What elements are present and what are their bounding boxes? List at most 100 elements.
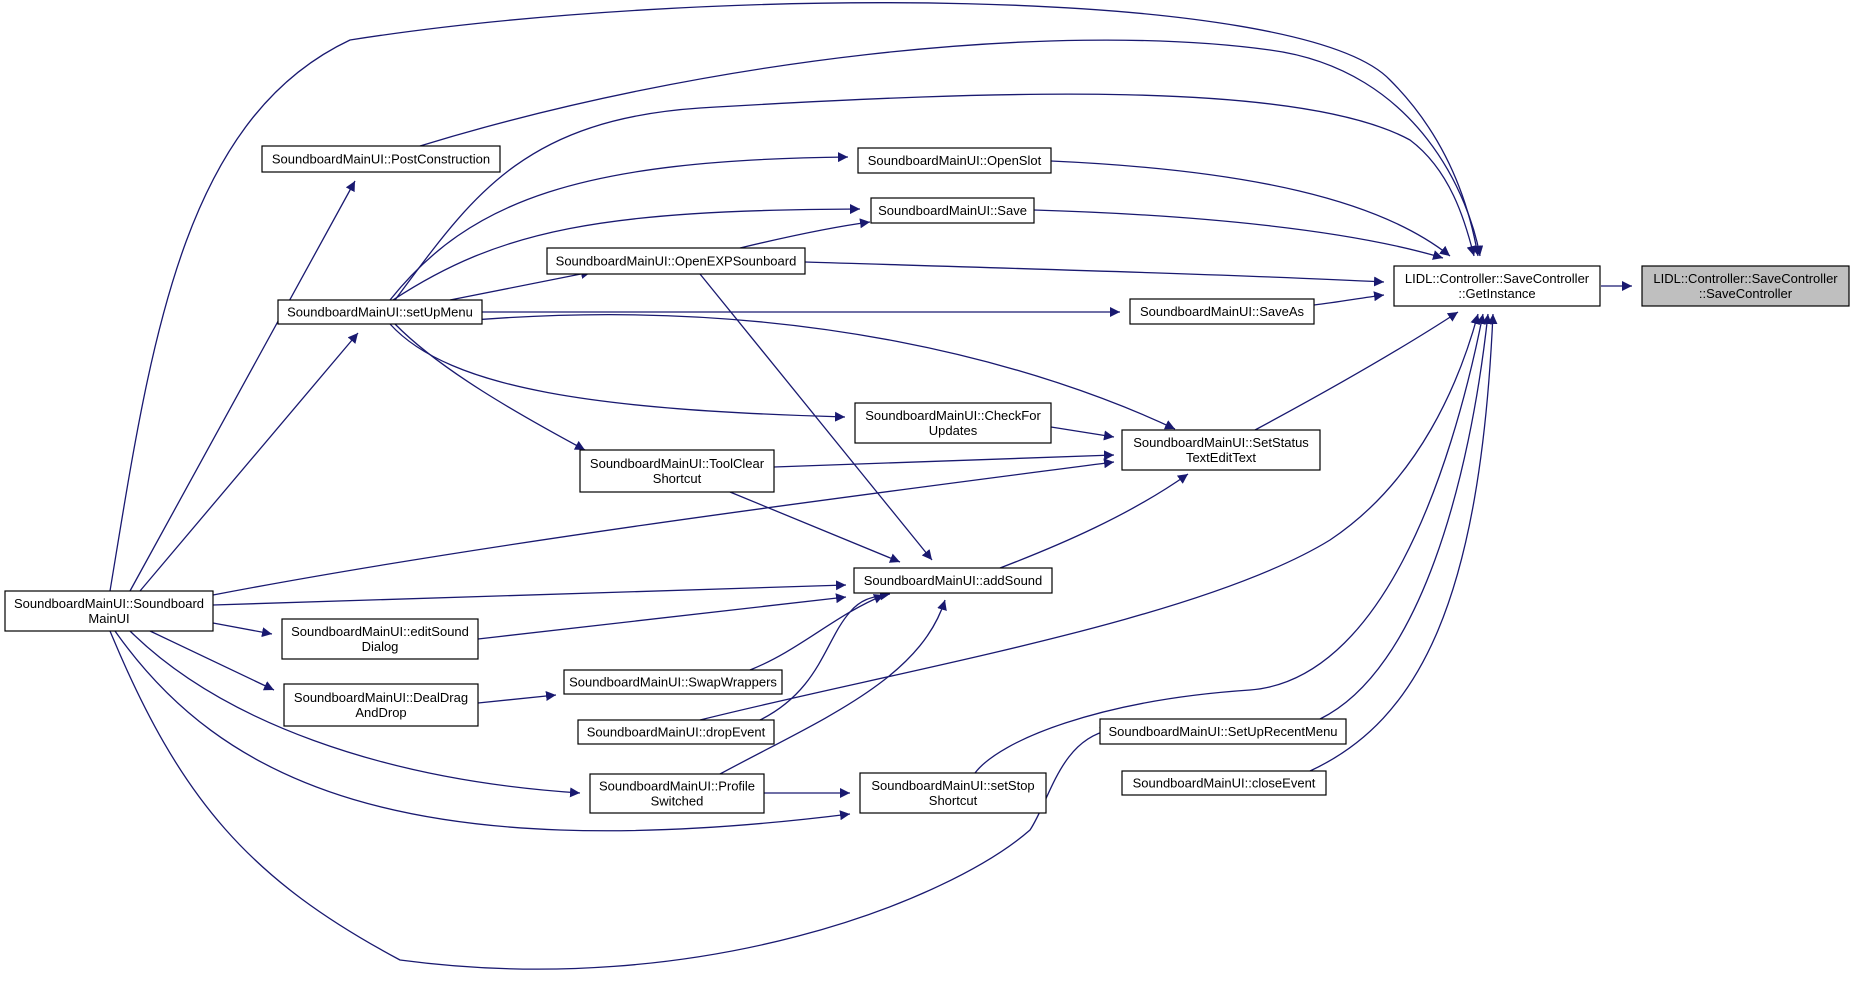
node-box (589, 773, 765, 814)
edge-soundboard-main-ui-to-deal-drag-and-drop (149, 630, 275, 691)
node-box (579, 449, 775, 493)
edge-line (114, 630, 851, 832)
edge-add-sound-to-set-status-text (999, 473, 1189, 569)
node-label-line: SoundboardMainUI::DealDrag (294, 690, 468, 705)
node-box (563, 669, 783, 695)
node-label-line: SoundboardMainUI::PostConstruction (272, 152, 490, 167)
edge-post-construction-to-get-instance (419, 39, 1484, 257)
edge-set-up-menu-to-save (392, 204, 861, 301)
node-label-line: SoundboardMainUI::setStop (871, 778, 1034, 793)
node-label-line: SoundboardMainUI::OpenSlot (868, 153, 1042, 168)
node-box (870, 197, 1035, 224)
node-box (853, 567, 1053, 594)
edge-line (449, 269, 592, 301)
edge-line (394, 93, 1477, 301)
node-soundboard-main-ui[interactable]: SoundboardMainUI::SoundboardMainUI (4, 590, 214, 632)
node-label-line: Switched (651, 794, 704, 809)
edge-line (719, 599, 947, 775)
edge-line (129, 630, 581, 798)
node-box (261, 145, 501, 173)
edge-open-slot-to-get-instance (1050, 160, 1451, 257)
edge-set-up-menu-to-tool-clear-shortcut (394, 323, 586, 451)
node-label-line: SoundboardMainUI::closeEvent (1133, 776, 1316, 791)
edge-line (699, 313, 1481, 721)
edge-soundboard-main-ui-to-add-sound (212, 580, 847, 606)
node-save-as[interactable]: SoundboardMainUI::SaveAs (1129, 298, 1315, 325)
node-swap-wrappers[interactable]: SoundboardMainUI::SwapWrappers (563, 669, 783, 695)
edge-open-exp-sounboard-to-add-sound (699, 273, 933, 561)
edge-edit-sound-dialog-to-add-sound (477, 593, 847, 640)
node-box (4, 590, 214, 632)
edge-line (149, 630, 275, 691)
node-box (1129, 298, 1315, 325)
edge-line (699, 273, 933, 561)
edge-line (773, 450, 1115, 468)
edge-soundboard-main-ui-to-profile-switched (129, 630, 581, 798)
node-save-controller-ctor: LIDL::Controller::SaveController::SaveCo… (1641, 265, 1850, 307)
node-post-construction[interactable]: SoundboardMainUI::PostConstruction (261, 145, 501, 173)
node-label-line: SoundboardMainUI::SaveAs (1140, 304, 1305, 319)
edge-line (477, 691, 557, 704)
edge-line (212, 622, 273, 638)
edge-line (999, 473, 1189, 569)
edge-line (109, 2, 1482, 592)
nodes-layer: LIDL::Controller::SaveController::SaveCo… (4, 145, 1850, 814)
node-set-up-menu[interactable]: SoundboardMainUI::setUpMenu (277, 299, 483, 325)
edge-line (389, 323, 846, 422)
edge-set-up-menu-to-open-slot (389, 152, 849, 301)
node-box (1099, 718, 1347, 745)
node-save[interactable]: SoundboardMainUI::Save (870, 197, 1035, 224)
edge-line (389, 152, 849, 301)
node-label-line: ::GetInstance (1458, 286, 1535, 301)
node-label-line: SoundboardMainUI::Soundboard (14, 596, 204, 611)
edge-soundboard-main-ui-to-post-construction (129, 180, 356, 592)
edge-set-status-text-to-get-instance (1254, 311, 1459, 431)
node-add-sound[interactable]: SoundboardMainUI::addSound (853, 567, 1053, 594)
edge-drop-event-to-add-sound (759, 590, 891, 721)
node-label-line: SoundboardMainUI::CheckFor (865, 408, 1041, 423)
edge-set-up-menu-to-check-for-updates (389, 323, 846, 422)
edge-line (1319, 313, 1492, 720)
node-open-slot[interactable]: SoundboardMainUI::OpenSlot (857, 147, 1052, 174)
edge-soundboard-main-ui-to-set-status-text (212, 458, 1115, 596)
edge-line (759, 590, 891, 721)
edge-line (394, 323, 586, 451)
node-get-instance[interactable]: LIDL::Controller::SaveController::GetIns… (1393, 265, 1601, 307)
edge-soundboard-main-ui-to-set-stop-shortcut (114, 630, 851, 832)
node-close-event[interactable]: SoundboardMainUI::closeEvent (1121, 770, 1327, 796)
node-label-line: SoundboardMainUI::dropEvent (587, 725, 766, 740)
node-set-up-recent-menu[interactable]: SoundboardMainUI::SetUpRecentMenu (1099, 718, 1347, 745)
node-label-line: SoundboardMainUI::SetStatus (1133, 435, 1309, 450)
edge-line (729, 491, 901, 563)
node-label-line: SoundboardMainUI::addSound (864, 573, 1043, 588)
edge-save-as-to-get-instance (1313, 291, 1385, 306)
edge-line (739, 218, 871, 249)
node-drop-event[interactable]: SoundboardMainUI::dropEvent (577, 719, 775, 745)
node-label-line: SoundboardMainUI::Profile (599, 779, 755, 794)
node-label-line: MainUI (88, 611, 129, 626)
edge-open-exp-sounboard-to-save (739, 218, 871, 249)
node-box (1121, 429, 1321, 471)
node-box (577, 719, 775, 745)
node-open-exp-sounboard[interactable]: SoundboardMainUI::OpenEXPSounboard (546, 247, 806, 275)
node-box (1121, 770, 1327, 796)
node-label-line: Updates (929, 423, 978, 438)
node-label-line: Shortcut (929, 793, 978, 808)
node-label-line: LIDL::Controller::SaveController (1405, 271, 1590, 286)
node-label-line: AndDrop (355, 705, 406, 720)
edge-line (974, 313, 1486, 774)
edge-soundboard-main-ui-to-set-up-menu (139, 332, 359, 592)
node-box (1641, 265, 1850, 307)
node-box (859, 772, 1047, 814)
edge-check-for-updates-to-set-status-text (1050, 426, 1115, 441)
edge-tool-clear-shortcut-to-set-status-text (773, 450, 1115, 468)
edge-soundboard-main-ui-to-edit-sound-dialog (212, 622, 273, 638)
